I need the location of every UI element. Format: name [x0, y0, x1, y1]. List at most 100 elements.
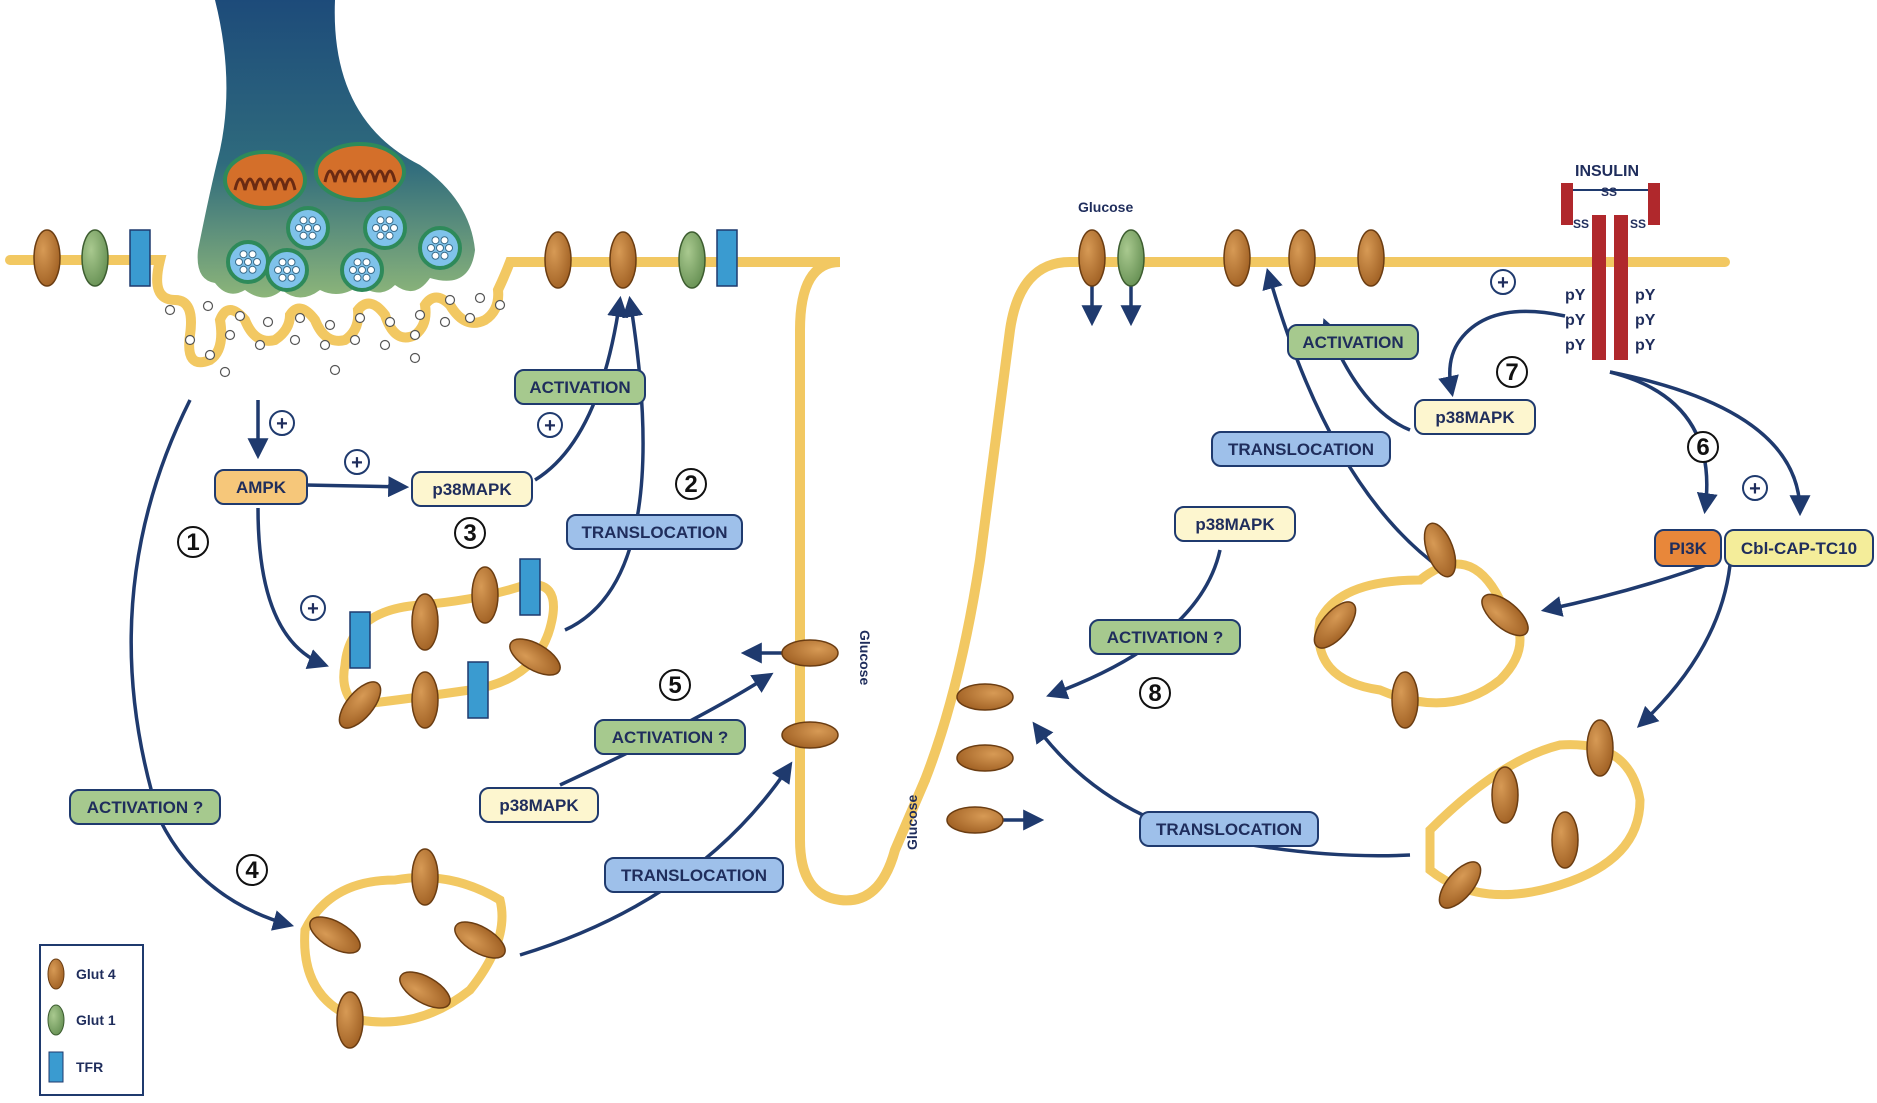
- insulin-receptor: [1561, 183, 1660, 360]
- arrow-pY-to-p38: [1438, 309, 1566, 398]
- released-vesicles: [164, 292, 506, 378]
- glut4-transporter: [1223, 229, 1251, 287]
- svg-text:+: +: [1497, 272, 1509, 294]
- ampk-box: AMPK: [214, 469, 308, 505]
- small-vesicle: [234, 310, 246, 322]
- plus-icon: +: [537, 412, 563, 438]
- legend-label-glut4: Glut 4: [76, 966, 116, 982]
- glut4-transporter: [1423, 522, 1457, 578]
- small-vesicle: [349, 334, 361, 346]
- small-vesicle: [324, 319, 336, 331]
- small-vesicle: [289, 334, 301, 346]
- svg-text:6: 6: [1696, 434, 1709, 461]
- plus-icon: +: [344, 449, 370, 475]
- glut4-transporter: [1288, 229, 1316, 287]
- glut4-transporter: [1438, 861, 1482, 909]
- activation-box-4-label: ACTIVATION ?: [87, 798, 203, 817]
- arrow-to-cbl: [1609, 370, 1811, 517]
- py-label-right: pY: [1635, 337, 1656, 354]
- glut4-transporter: [781, 721, 839, 749]
- text-layer: 12345678++++++GlucoseGlucoseGlucoseINSUL…: [177, 163, 1768, 886]
- svg-text:+: +: [1749, 478, 1761, 500]
- glut4-transporter: [609, 231, 637, 289]
- glut4-transporter: [338, 681, 382, 729]
- glut4-transporter: [1357, 229, 1385, 287]
- small-vesicle: [329, 364, 341, 376]
- glut4-transporter: [1313, 601, 1357, 649]
- small-vesicle: [494, 299, 506, 311]
- label-boxes: AMPK p38MAPK ACTIVATION TRANSLOCATION ACTIVA…: [69, 324, 1874, 893]
- glut4-transporter: [946, 806, 1004, 834]
- glut4-transporter: [1551, 811, 1579, 869]
- arrow-cbl-to-lower-vesicle: [1636, 564, 1732, 728]
- nerve-terminal: [164, 0, 506, 378]
- plus-icon: +: [1490, 269, 1516, 295]
- translocation-box-right-upper: TRANSLOCATION: [1211, 431, 1391, 467]
- arrow-ampk-to-vesicle: [256, 507, 329, 669]
- activation-box-left-label: ACTIVATION: [529, 378, 630, 397]
- svg-text:2: 2: [684, 471, 697, 498]
- p38-box-left: p38MAPK: [411, 471, 533, 507]
- step-3: 3: [454, 517, 486, 549]
- activation-box-4: ACTIVATION ?: [69, 789, 221, 825]
- glucose-label-left: Glucose: [857, 630, 873, 685]
- translocation-box-2-label: TRANSLOCATION: [581, 523, 727, 542]
- activation-box-7: ACTIVATION: [1287, 324, 1419, 360]
- small-vesicle: [319, 339, 331, 351]
- arrow-to-pi3k: [1609, 370, 1718, 515]
- tfr-icon: [48, 1051, 64, 1083]
- p38-box-8-label: p38MAPK: [1195, 515, 1275, 534]
- glut4-transporter: [1491, 766, 1519, 824]
- glut4-transporter: [781, 639, 839, 667]
- step-1: 1: [177, 526, 209, 558]
- small-vesicle: [204, 349, 216, 361]
- tfr-protein: [519, 558, 541, 616]
- small-vesicle: [294, 312, 306, 324]
- svg-text:4: 4: [245, 857, 259, 884]
- small-vesicle: [164, 304, 176, 316]
- step-2: 2: [675, 468, 707, 500]
- small-vesicle: [444, 294, 456, 306]
- insulin-label: INSULIN: [1575, 163, 1639, 180]
- glut4-transporter: [454, 921, 506, 959]
- small-vesicle: [439, 316, 451, 328]
- glut4-transporter: [399, 971, 451, 1009]
- small-vesicle: [219, 366, 231, 378]
- small-vesicle: [379, 339, 391, 351]
- glut4-transporter: [1481, 593, 1529, 637]
- svg-text:1: 1: [186, 529, 199, 556]
- translocation-box-right-lower: TRANSLOCATION: [1139, 811, 1319, 847]
- glut4-icon: [47, 958, 65, 990]
- glut4-transporter: [1391, 671, 1419, 729]
- left-membrane: [5, 255, 1730, 906]
- small-vesicle: [384, 316, 396, 328]
- arrow-ampk-to-p38: [304, 476, 410, 498]
- translocation-box-bottom: TRANSLOCATION: [604, 857, 784, 893]
- legend-label-tfr: TFR: [76, 1059, 103, 1075]
- activation-box-5: ACTIVATION ?: [594, 719, 746, 755]
- step-7: 7: [1496, 356, 1528, 388]
- py-label-left: pY: [1565, 337, 1586, 354]
- p38-box-5: p38MAPK: [479, 787, 599, 823]
- arrow-pi3k-to-vesicle: [1540, 558, 1721, 617]
- small-vesicle: [224, 329, 236, 341]
- small-vesicle: [409, 352, 421, 364]
- svg-text:+: +: [544, 415, 556, 437]
- small-vesicle: [409, 329, 421, 341]
- vesicle-right-lower: [1425, 740, 1645, 900]
- p38-box-8: p38MAPK: [1174, 506, 1296, 542]
- tfr-protein: [716, 229, 738, 287]
- glut1-transporter: [678, 231, 706, 289]
- p38-box-7-label: p38MAPK: [1435, 408, 1515, 427]
- step-8: 8: [1139, 677, 1171, 709]
- glut4-transporter: [33, 229, 61, 287]
- glut4-transporter: [1586, 719, 1614, 777]
- small-vesicle: [262, 316, 274, 328]
- svg-text:5: 5: [668, 672, 681, 699]
- transporters: [33, 229, 1614, 1049]
- left-arrows: [129, 295, 810, 957]
- legend-label-glut1: Glut 1: [76, 1012, 116, 1028]
- small-vesicle: [202, 300, 214, 312]
